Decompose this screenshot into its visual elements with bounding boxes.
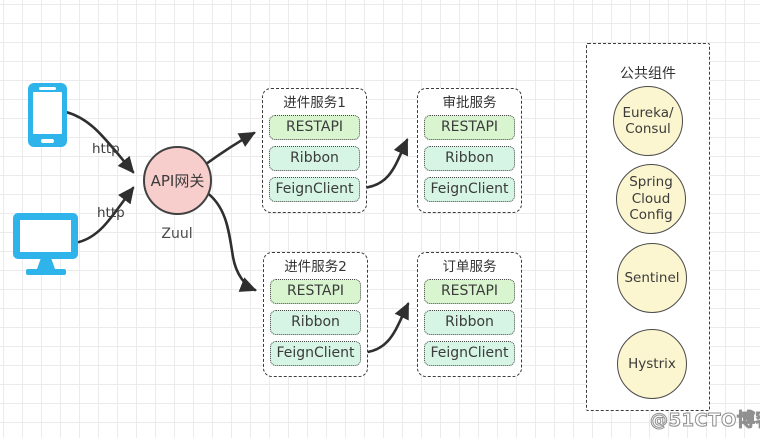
service-item-feignclient: FeignClient <box>424 177 515 202</box>
service-item-restapi: RESTAPI <box>424 279 515 304</box>
http-label-desktop: http <box>97 205 125 221</box>
service-item-feignclient: FeignClient <box>269 177 360 202</box>
arrow-intake2-to-order <box>359 302 410 355</box>
service-item-feignclient: FeignClient <box>270 341 361 366</box>
service-item-restapi: RESTAPI <box>269 115 360 140</box>
api-gateway-node: API网关 <box>143 146 212 215</box>
service-item-restapi: RESTAPI <box>424 115 515 140</box>
common-components-panel: 公共组件 Eureka/ Consul Spring Cloud Config … <box>586 43 710 411</box>
component-spring-cloud-config: Spring Cloud Config <box>616 164 686 234</box>
arrow-intake1-to-approval <box>360 138 409 190</box>
component-hystrix: Hystrix <box>617 329 687 399</box>
gateway-sublabel-zuul: Zuul <box>161 226 193 242</box>
service-title: 进件服务2 <box>284 259 347 275</box>
desktop-monitor-icon <box>13 213 78 275</box>
monitor-stand <box>37 258 55 269</box>
monitor-base <box>26 269 66 275</box>
service-box-intake-2: 进件服务2 RESTAPI Ribbon FeignClient <box>263 252 368 377</box>
component-sentinel: Sentinel <box>617 243 687 313</box>
phone-screen <box>33 92 62 134</box>
component-eureka-consul: Eureka/ Consul <box>613 86 683 156</box>
service-item-restapi: RESTAPI <box>270 279 361 304</box>
common-components-title: 公共组件 <box>620 66 676 82</box>
service-box-order: 订单服务 RESTAPI Ribbon FeignClient <box>417 252 522 377</box>
smartphone-icon <box>28 83 67 147</box>
monitor-screen <box>20 220 71 252</box>
http-label-mobile: http <box>92 141 120 157</box>
service-item-ribbon: Ribbon <box>269 146 360 171</box>
service-item-ribbon: Ribbon <box>270 310 361 335</box>
service-box-approval: 审批服务 RESTAPI Ribbon FeignClient <box>417 88 522 213</box>
service-item-ribbon: Ribbon <box>424 310 515 335</box>
service-item-feignclient: FeignClient <box>424 341 515 366</box>
service-item-ribbon: Ribbon <box>424 146 515 171</box>
service-title: 进件服务1 <box>283 95 346 111</box>
phone-speaker-slot <box>39 86 56 90</box>
phone-home-button <box>41 138 54 143</box>
arrow-gateway-to-intake2 <box>204 190 257 292</box>
51cto-blog-watermark: @51CTO博客 <box>650 410 760 432</box>
api-gateway-label: API网关 <box>150 172 205 190</box>
service-box-intake-1: 进件服务1 RESTAPI Ribbon FeignClient <box>262 88 367 213</box>
service-title: 审批服务 <box>442 95 497 111</box>
service-title: 订单服务 <box>442 259 497 275</box>
arrow-gateway-to-intake1 <box>204 131 256 166</box>
